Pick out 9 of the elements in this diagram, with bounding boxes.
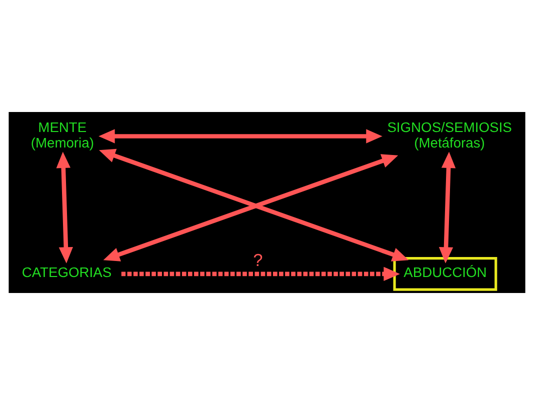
arrow: [98, 129, 382, 144]
node-text: SIGNOS/SEMIOSIS (Metáforas): [387, 118, 512, 150]
arrow: [121, 266, 400, 282]
arrow: [438, 152, 456, 264]
node-text: CATEGORIAS: [22, 264, 112, 280]
edge-label: ?: [253, 250, 263, 270]
node-text: MENTE (Memoria): [30, 118, 94, 150]
arrow: [56, 152, 73, 264]
node-box: ABDUCCIÓN: [393, 257, 498, 291]
